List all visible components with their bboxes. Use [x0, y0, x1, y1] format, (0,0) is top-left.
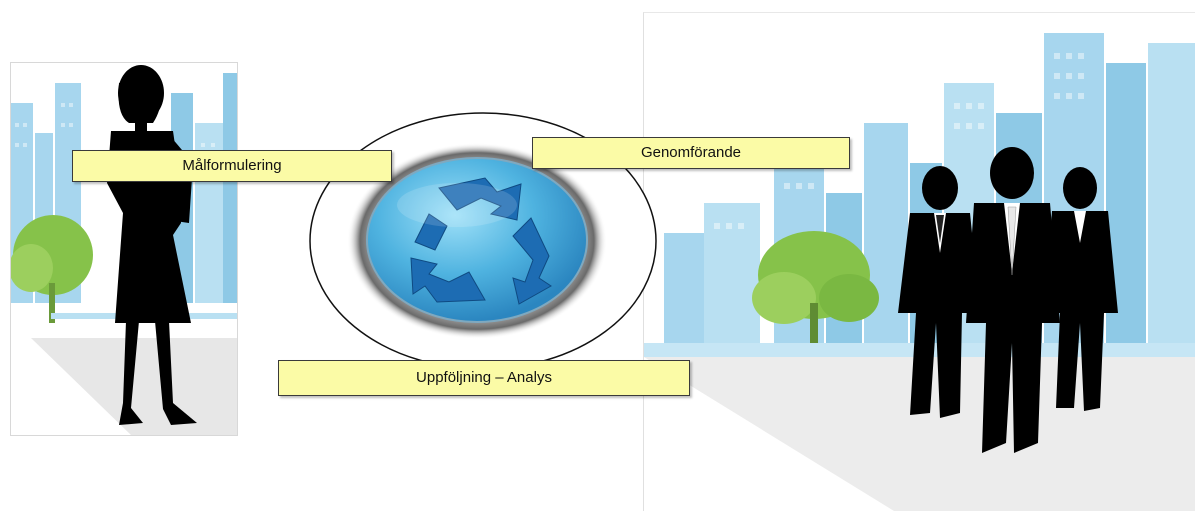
business-group-illustration	[644, 33, 1195, 511]
white-shirts-ties	[934, 203, 1086, 276]
window-grid-right	[714, 53, 1084, 229]
right-panel-business-group	[643, 12, 1195, 511]
recycle-icon	[410, 177, 552, 305]
label-malformulering: Målformulering	[72, 150, 392, 182]
cycle-diagram	[307, 110, 659, 372]
tree-right	[752, 231, 879, 347]
floor-shadow	[31, 338, 237, 435]
label-genomforande: Genomförande	[532, 137, 850, 169]
label-uppfoljning-analys: Uppföljning – Analys	[278, 360, 690, 396]
businesswoman-illustration	[11, 65, 237, 435]
left-panel-businesswoman	[10, 62, 238, 436]
cycle-graphic	[309, 112, 657, 370]
business-group-silhouette	[898, 147, 1118, 453]
tree-left	[11, 215, 93, 323]
button-highlight	[397, 183, 517, 227]
